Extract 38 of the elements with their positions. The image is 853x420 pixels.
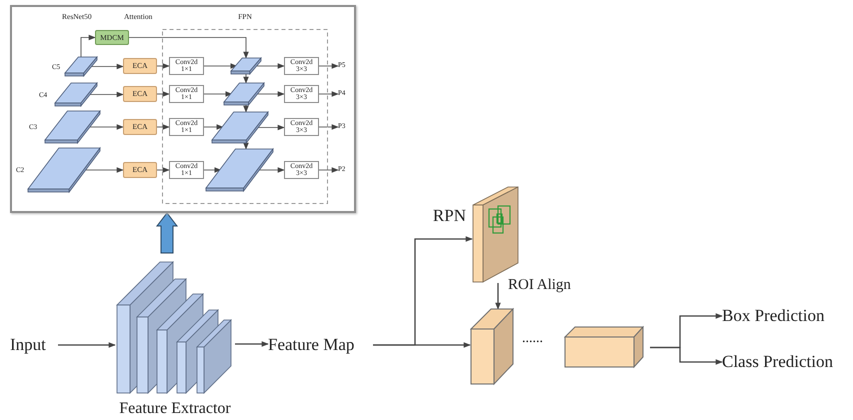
arrow xyxy=(650,346,723,365)
arrow xyxy=(204,63,238,69)
arrow xyxy=(318,91,339,97)
arrow xyxy=(156,124,170,130)
arrow xyxy=(243,142,249,150)
inset-panel xyxy=(10,5,356,213)
arrow xyxy=(318,167,339,173)
arrow xyxy=(258,167,285,173)
block-arrow xyxy=(156,212,178,254)
io-label: Input xyxy=(10,334,47,356)
ellipsis-label: ...... xyxy=(522,331,543,347)
arrow xyxy=(318,124,339,130)
io-label: Box Prediction xyxy=(722,305,826,327)
arrow xyxy=(204,91,232,97)
arrow xyxy=(84,167,124,173)
arrow xyxy=(88,124,124,130)
rpn-label: RPN xyxy=(432,205,466,227)
arrow xyxy=(80,34,96,58)
arrow xyxy=(58,342,116,348)
edge-label: ROI Align xyxy=(508,277,571,294)
arrow xyxy=(156,167,170,173)
arrow xyxy=(318,63,339,69)
arrow xyxy=(243,104,249,113)
arrow xyxy=(256,91,285,97)
caption-label: Feature Extractor xyxy=(119,399,231,419)
io-label: Class Prediction xyxy=(722,351,834,373)
arrow xyxy=(204,167,222,173)
arrow xyxy=(243,74,249,84)
arrow xyxy=(204,124,224,130)
arrow xyxy=(128,37,249,59)
arrow xyxy=(156,63,170,69)
arrow xyxy=(90,64,124,70)
io-label: Feature Map xyxy=(268,334,356,356)
arrow xyxy=(235,341,269,347)
arrow xyxy=(495,283,501,310)
arrow xyxy=(373,342,471,348)
arrow xyxy=(256,124,285,130)
arrow xyxy=(156,91,170,97)
